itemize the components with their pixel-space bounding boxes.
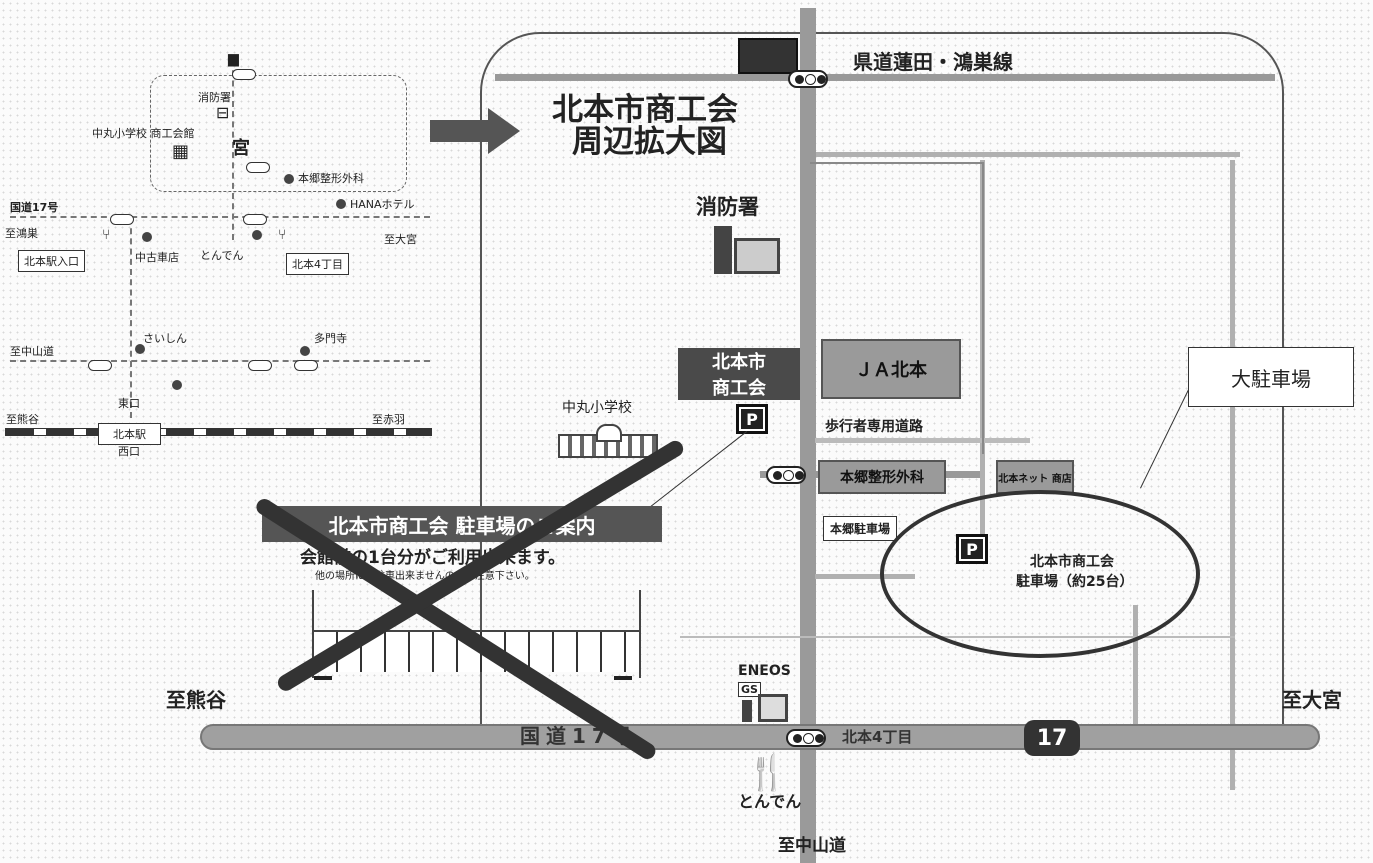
notice-line2: 他の場所には駐車出来ませんのでご注意下さい。 bbox=[315, 571, 535, 582]
upper-side-road bbox=[800, 152, 1240, 157]
inset-used-car-dot bbox=[142, 232, 152, 242]
school-icon bbox=[558, 424, 658, 460]
inset-fire-station-label: 消防署 bbox=[198, 91, 231, 104]
national-road-17 bbox=[200, 724, 1320, 750]
inset-signal-se2 bbox=[294, 360, 318, 371]
inset-road-north bbox=[232, 60, 236, 240]
detail-map-title-line1: 北本市商工会 bbox=[552, 92, 738, 128]
inset-kitamoto-eki-iriguchi: 北本駅入口 bbox=[18, 250, 85, 272]
side-road-east-2 bbox=[1230, 160, 1235, 790]
inset-akabane-label: 至赤羽 bbox=[372, 413, 405, 426]
inset-fork-icon-2: ⑂ bbox=[278, 227, 287, 243]
chamber-label-line2: 商工会 bbox=[712, 378, 766, 399]
prefectural-road bbox=[495, 74, 1275, 81]
inset-signal-sw bbox=[88, 360, 112, 371]
lower-side-road bbox=[815, 574, 915, 579]
inset-station-dot bbox=[172, 380, 182, 390]
small-building: 北本ネット 商店 bbox=[996, 460, 1074, 494]
school-label: 中丸小学校 bbox=[562, 400, 632, 416]
inset-hotel-label: HANAホテル bbox=[350, 198, 415, 211]
big-parking-callout: 大駐車場 bbox=[1188, 347, 1354, 407]
side-road-east-3 bbox=[1133, 605, 1138, 725]
inset-highlight-frame bbox=[150, 75, 407, 192]
inset-kitamoto-station: 北本駅 bbox=[98, 423, 161, 445]
ja-kitamoto-label: ＪＡ北本 bbox=[855, 360, 927, 381]
small-building-label: 北本ネット 商店 bbox=[998, 473, 1072, 485]
gs-label: GS bbox=[738, 682, 761, 697]
inset-saishin-dot bbox=[135, 344, 145, 354]
inset-railway bbox=[5, 428, 432, 436]
inset-signal-west bbox=[110, 214, 134, 225]
signal-route17 bbox=[786, 729, 826, 747]
tonden-label: とんでん bbox=[738, 792, 802, 811]
inset-tonden-label: とんでん bbox=[200, 249, 244, 262]
inset-road-link bbox=[130, 218, 134, 418]
inner-block bbox=[810, 162, 984, 454]
to-kumagaya-label: 至熊谷 bbox=[166, 688, 226, 712]
prefectural-road-label: 県道蓮田・鴻巣線 bbox=[853, 50, 1013, 74]
chamber-label-line1: 北本市 bbox=[712, 352, 766, 373]
inset-omiya-label: 至大宮 bbox=[384, 233, 417, 246]
to-omiya-label: 至大宮 bbox=[1282, 688, 1342, 712]
parking-highlight-ellipse bbox=[880, 490, 1200, 658]
inset-clinic-dot bbox=[284, 174, 294, 184]
inset-arrow-to-main bbox=[430, 120, 490, 142]
inset-nishiguchi-label: 西口 bbox=[118, 445, 140, 458]
inset-signal-mid bbox=[246, 162, 270, 173]
clinic-parking-label: 本郷駐車場 bbox=[823, 516, 898, 541]
inset-signal-se1 bbox=[248, 360, 272, 371]
inset-arrow-head bbox=[488, 108, 520, 154]
ja-kitamoto-building: ＪＡ北本 bbox=[821, 339, 961, 399]
inset-school-icon: ▦ bbox=[172, 141, 190, 162]
inset-road17-label: 国道17号 bbox=[10, 201, 59, 214]
inset-top-icon: ▆ bbox=[228, 51, 239, 67]
chamber-of-commerce-building: 北本市 商工会 bbox=[678, 348, 800, 400]
inset-higashiguchi-label: 東口 bbox=[118, 397, 140, 410]
inset-road-17 bbox=[10, 216, 430, 220]
detail-map-title-line2: 周辺拡大図 bbox=[572, 124, 727, 160]
to-nakasendo-label: 至中山道 bbox=[778, 836, 846, 856]
pedestrian-road-line bbox=[815, 438, 1030, 443]
eneos-label: ENEOS bbox=[738, 663, 791, 679]
inset-used-car-label: 中古車店 bbox=[135, 251, 179, 264]
inset-saishin-label: さいしん bbox=[143, 332, 187, 345]
inset-konosu-label: 至鴻巣 bbox=[5, 227, 38, 240]
inset-kumagaya-label: 至熊谷 bbox=[6, 413, 39, 426]
restaurant-icon: 🍴 bbox=[746, 753, 789, 793]
signal-mid bbox=[766, 466, 806, 484]
top-building-icon bbox=[738, 38, 798, 74]
fire-station-label: 消防署 bbox=[696, 195, 759, 219]
inset-chamber-icon: 宮 bbox=[232, 138, 250, 159]
inset-nakasendo-label: 至中山道 bbox=[10, 345, 54, 358]
inset-fire-station-icon: ⊟ bbox=[216, 103, 230, 122]
north-south-road bbox=[800, 8, 816, 863]
inset-clinic-label: 本郷整形外科 bbox=[298, 172, 364, 185]
gas-station-icon: GS bbox=[738, 682, 792, 722]
route-17-number: 17 bbox=[1036, 725, 1068, 751]
big-parking-callout-text: 大駐車場 bbox=[1231, 366, 1311, 391]
inset-road-nakasendo bbox=[10, 360, 430, 364]
inset-school-chamber-label: 中丸小学校 商工会館 bbox=[92, 127, 195, 140]
notice-header-bar: 北本市商工会 駐車場のご案内 bbox=[262, 506, 662, 542]
pedestrian-road-label: 歩行者専用道路 bbox=[825, 419, 923, 435]
inset-tonden-dot bbox=[252, 230, 262, 240]
chamber-parking-sign: P bbox=[736, 404, 768, 434]
inset-tamonji-dot bbox=[300, 346, 310, 356]
inset-kitamoto-4-label: 北本4丁目 bbox=[286, 253, 349, 275]
inset-signal-east bbox=[243, 214, 267, 225]
clinic-building: 本郷整形外科 bbox=[818, 460, 946, 494]
chamber-parking-sign-text: P bbox=[741, 409, 763, 429]
route-17-shield: 17 bbox=[1024, 720, 1080, 756]
inset-fork-icon: ⑂ bbox=[102, 227, 111, 243]
fire-station-icon bbox=[712, 226, 782, 274]
clinic-label: 本郷整形外科 bbox=[840, 470, 924, 486]
inset-hotel-dot bbox=[336, 199, 346, 209]
kitamoto-4-label: 北本4丁目 bbox=[842, 728, 913, 746]
inset-signal-top bbox=[232, 69, 256, 80]
signal-top bbox=[788, 70, 828, 88]
inset-tamonji-label: 多門寺 bbox=[314, 332, 347, 345]
